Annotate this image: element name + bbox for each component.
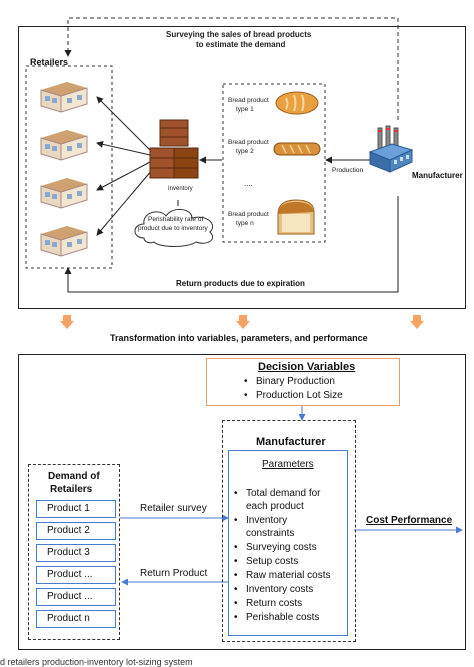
demand-title-line2: Retailers [50,484,93,495]
param-total-demand-cont: each product [246,501,304,512]
decision-variables-title: Decision Variables [258,361,356,373]
param-bullet: • [234,612,238,623]
param-total-demand: Total demand for [246,488,321,499]
inventory-label: Inventory [168,186,193,192]
param-bullet: • [234,542,238,553]
manufacturer-dashed-box [222,420,356,642]
bread-type-2-line2: type 2 [236,148,254,155]
param-inventory-costs: Inventory costs [246,584,314,595]
param-bullet: • [234,488,238,499]
bread-type-n-line1: Bread product [228,211,269,218]
decision-item-production-lot-size: Production Lot Size [256,390,343,401]
perishability-line2: product due to inventory [138,225,208,232]
demand-title-line1: Demand of [48,471,100,482]
retailer-survey-label: Retailer survey [140,503,207,514]
product-item: Product ... [36,566,116,584]
param-setup-costs: Setup costs [246,556,299,567]
param-bullet: • [234,556,238,567]
param-inventory: Inventory [246,515,288,526]
decision-bullet-1: • [244,376,248,387]
model-panel [18,354,466,650]
param-inventory-cont: constraints [246,528,295,539]
survey-label-line1: Surveying the sales of bread products [166,30,312,39]
supply-chain-panel [18,26,466,309]
retailers-label: Retailers [30,57,69,67]
parameters-box [228,450,348,636]
bread-products-dashed-box [222,83,326,243]
return-arrow [64,196,399,293]
cost-performance-label: Cost Performance [366,515,453,526]
param-raw-material-costs: Raw material costs [246,570,331,581]
decision-bullet-2: • [244,390,248,401]
decision-variables-box [206,358,400,406]
product-item: Product n [36,610,116,628]
param-bullet: • [234,584,238,595]
decision-item-binary-production: Binary Production [256,376,335,387]
return-product-label: Return Product [140,568,208,579]
param-bullet: • [234,598,238,609]
perishability-line1: Perishability rate of [148,216,204,223]
return-label: Return products due to expiration [176,279,305,288]
product-item: Product ... [36,588,116,606]
param-bullet: • [234,515,238,526]
param-bullet: • [234,570,238,581]
product-item: Product 2 [36,522,116,540]
param-surveying-costs: Surveying costs [246,542,317,553]
product-item: Product 1 [36,500,116,518]
bread-type-2-line1: Bread product [228,139,269,146]
parameters-title: Parameters [262,459,314,470]
manufacturer-title: Manufacturer [256,436,326,448]
bread-type-1-line1: Bread product [228,97,269,104]
bread-type-n-line2: type n [236,220,254,227]
inventory-to-retailer-1 [96,96,151,151]
inventory-to-retailer-4 [96,169,153,236]
demand-dashed-box [28,464,120,640]
survey-dashed-arrow [64,17,399,120]
product-item: Product 3 [36,544,116,562]
transformation-label: Transformation into variables, parameter… [110,333,368,343]
figure-caption: d retailers production-inventory lot-siz… [0,657,193,667]
products-list: Product 1 Product 2 Product 3 Product ..… [28,498,120,638]
inventory-to-retailer-3 [96,161,151,191]
param-return-costs: Return costs [246,598,303,609]
bread-type-1-line2: type 1 [236,106,254,113]
param-perishable-costs: Perishable costs [246,612,320,623]
bread-ellipsis: .... [244,179,253,188]
inventory-to-retailer-2 [96,140,151,156]
production-label: Production [332,167,364,174]
manufacturer-label-top: Manufacturer [412,171,463,180]
survey-label-line2: to estimate the demand [196,40,286,49]
